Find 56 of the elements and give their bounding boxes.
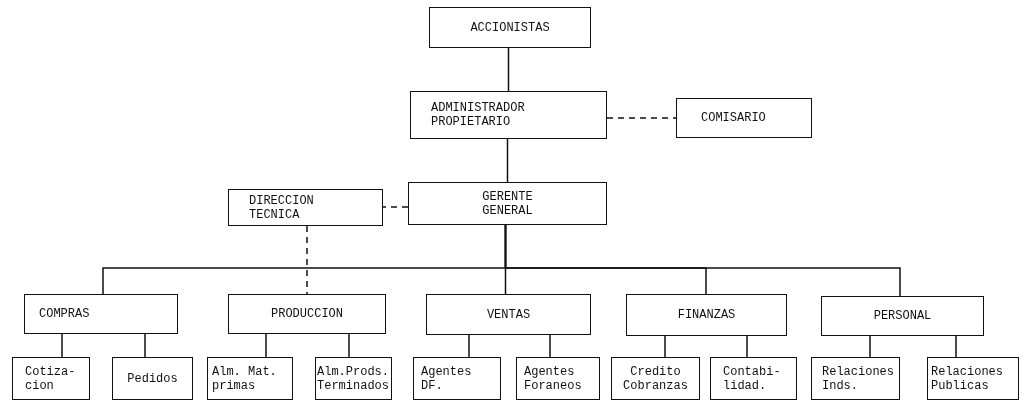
org-box	[413, 357, 501, 400]
org-box	[676, 98, 812, 138]
box-label: Agentes Foraneos	[524, 364, 583, 393]
org-box	[207, 357, 293, 400]
org-box	[611, 357, 700, 400]
box-label: COMISARIO	[701, 111, 766, 125]
connector-line	[468, 334, 470, 358]
org-box	[626, 294, 787, 336]
box-label: FINANZAS	[677, 308, 736, 322]
connector-line	[955, 335, 957, 358]
box-label: Cotiza- cion	[25, 364, 77, 393]
box-label: VENTAS	[486, 307, 531, 322]
org-box	[24, 294, 178, 334]
box-label: PRODUCCION	[271, 307, 343, 321]
org-box	[426, 294, 591, 335]
box-label: ACCIONISTAS	[470, 20, 550, 35]
dashed-connector	[606, 117, 677, 119]
org-box	[408, 182, 607, 225]
box-label: GERENTE GENERAL	[481, 189, 534, 218]
connector-line	[61, 333, 63, 358]
org-box	[927, 357, 1019, 400]
connector-line	[549, 334, 551, 358]
connector-line	[507, 47, 510, 92]
org-box	[228, 294, 386, 334]
org-box	[811, 357, 900, 400]
box-label: PERSONAL	[873, 309, 932, 323]
connector-line	[746, 335, 748, 358]
connector-line	[869, 335, 871, 358]
org-box	[410, 91, 607, 139]
box-label: COMPRAS	[39, 307, 90, 321]
box-label: Relaciones Publicas	[931, 364, 1004, 393]
connector-line	[664, 335, 666, 358]
box-label: DIRECCION TECNICA	[249, 193, 315, 222]
org-box	[821, 296, 984, 336]
dashed-connector	[382, 206, 409, 208]
box-label: Contabi- lidad.	[723, 364, 782, 393]
org-box	[710, 357, 797, 400]
box-label: Credito Cobranzas	[622, 364, 689, 393]
connector-line	[265, 333, 267, 358]
org-box	[112, 357, 193, 400]
box-label: Relaciones Inds.	[822, 364, 895, 393]
org-box	[429, 7, 591, 48]
connector-line	[144, 333, 146, 358]
connector-line	[348, 333, 350, 358]
box-label: Agentes DF.	[421, 364, 473, 393]
connector-line	[504, 224, 901, 297]
dashed-connector	[306, 225, 308, 295]
connector-line	[506, 138, 509, 183]
org-box	[315, 357, 392, 400]
org-box	[516, 357, 600, 400]
org-box	[12, 357, 90, 400]
box-label: ADMINISTRADOR PROPIETARIO	[431, 101, 526, 129]
org-box	[228, 189, 383, 226]
box-label: Alm. Mat. primas	[212, 364, 278, 393]
box-label: Alm.Prods. Terminados	[317, 364, 390, 393]
box-label: Pedidos	[127, 371, 178, 386]
